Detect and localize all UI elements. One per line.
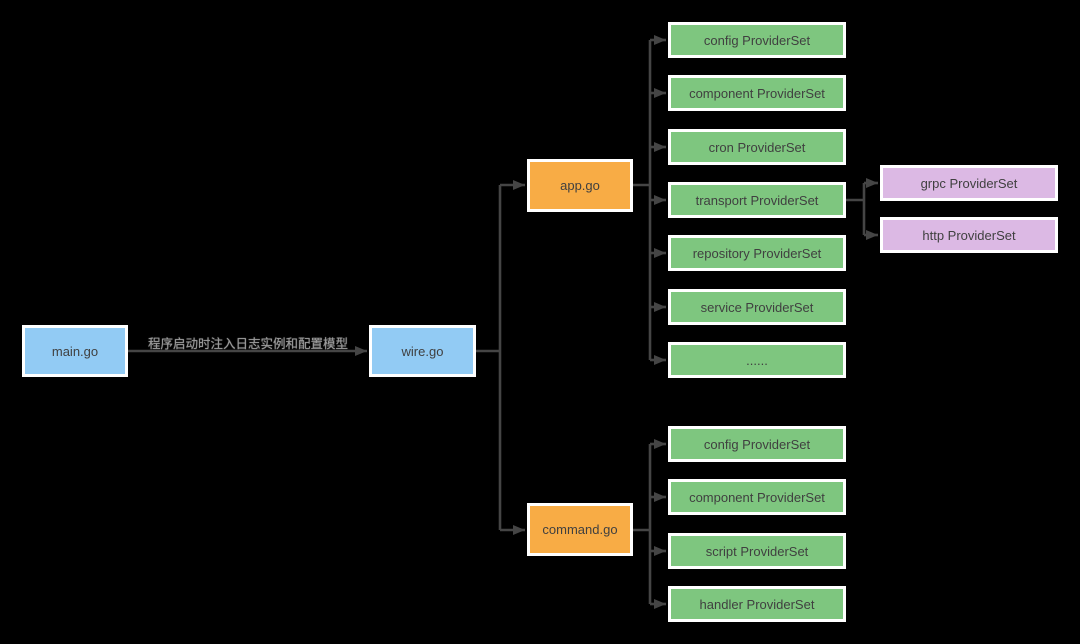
node-http-providerset: http ProviderSet: [880, 217, 1058, 253]
node-app-cron-providerset: cron ProviderSet: [668, 129, 846, 165]
node-command-component-providerset: component ProviderSet: [668, 479, 846, 515]
node-app-more-providersets: ......: [668, 342, 846, 378]
node-command-handler-providerset: handler ProviderSet: [668, 586, 846, 622]
node-app-go: app.go: [527, 159, 633, 212]
node-command-script-providerset: script ProviderSet: [668, 533, 846, 569]
node-app-transport-providerset: transport ProviderSet: [668, 182, 846, 218]
node-command-config-providerset: config ProviderSet: [668, 426, 846, 462]
node-app-service-providerset: service ProviderSet: [668, 289, 846, 325]
node-app-config-providerset: config ProviderSet: [668, 22, 846, 58]
node-app-repository-providerset: repository ProviderSet: [668, 235, 846, 271]
edge-label-main-to-wire: 程序启动时注入日志实例和配置模型: [148, 337, 349, 351]
node-main-go: main.go: [22, 325, 128, 377]
node-command-go: command.go: [527, 503, 633, 556]
node-grpc-providerset: grpc ProviderSet: [880, 165, 1058, 201]
node-wire-go: wire.go: [369, 325, 476, 377]
node-app-component-providerset: component ProviderSet: [668, 75, 846, 111]
